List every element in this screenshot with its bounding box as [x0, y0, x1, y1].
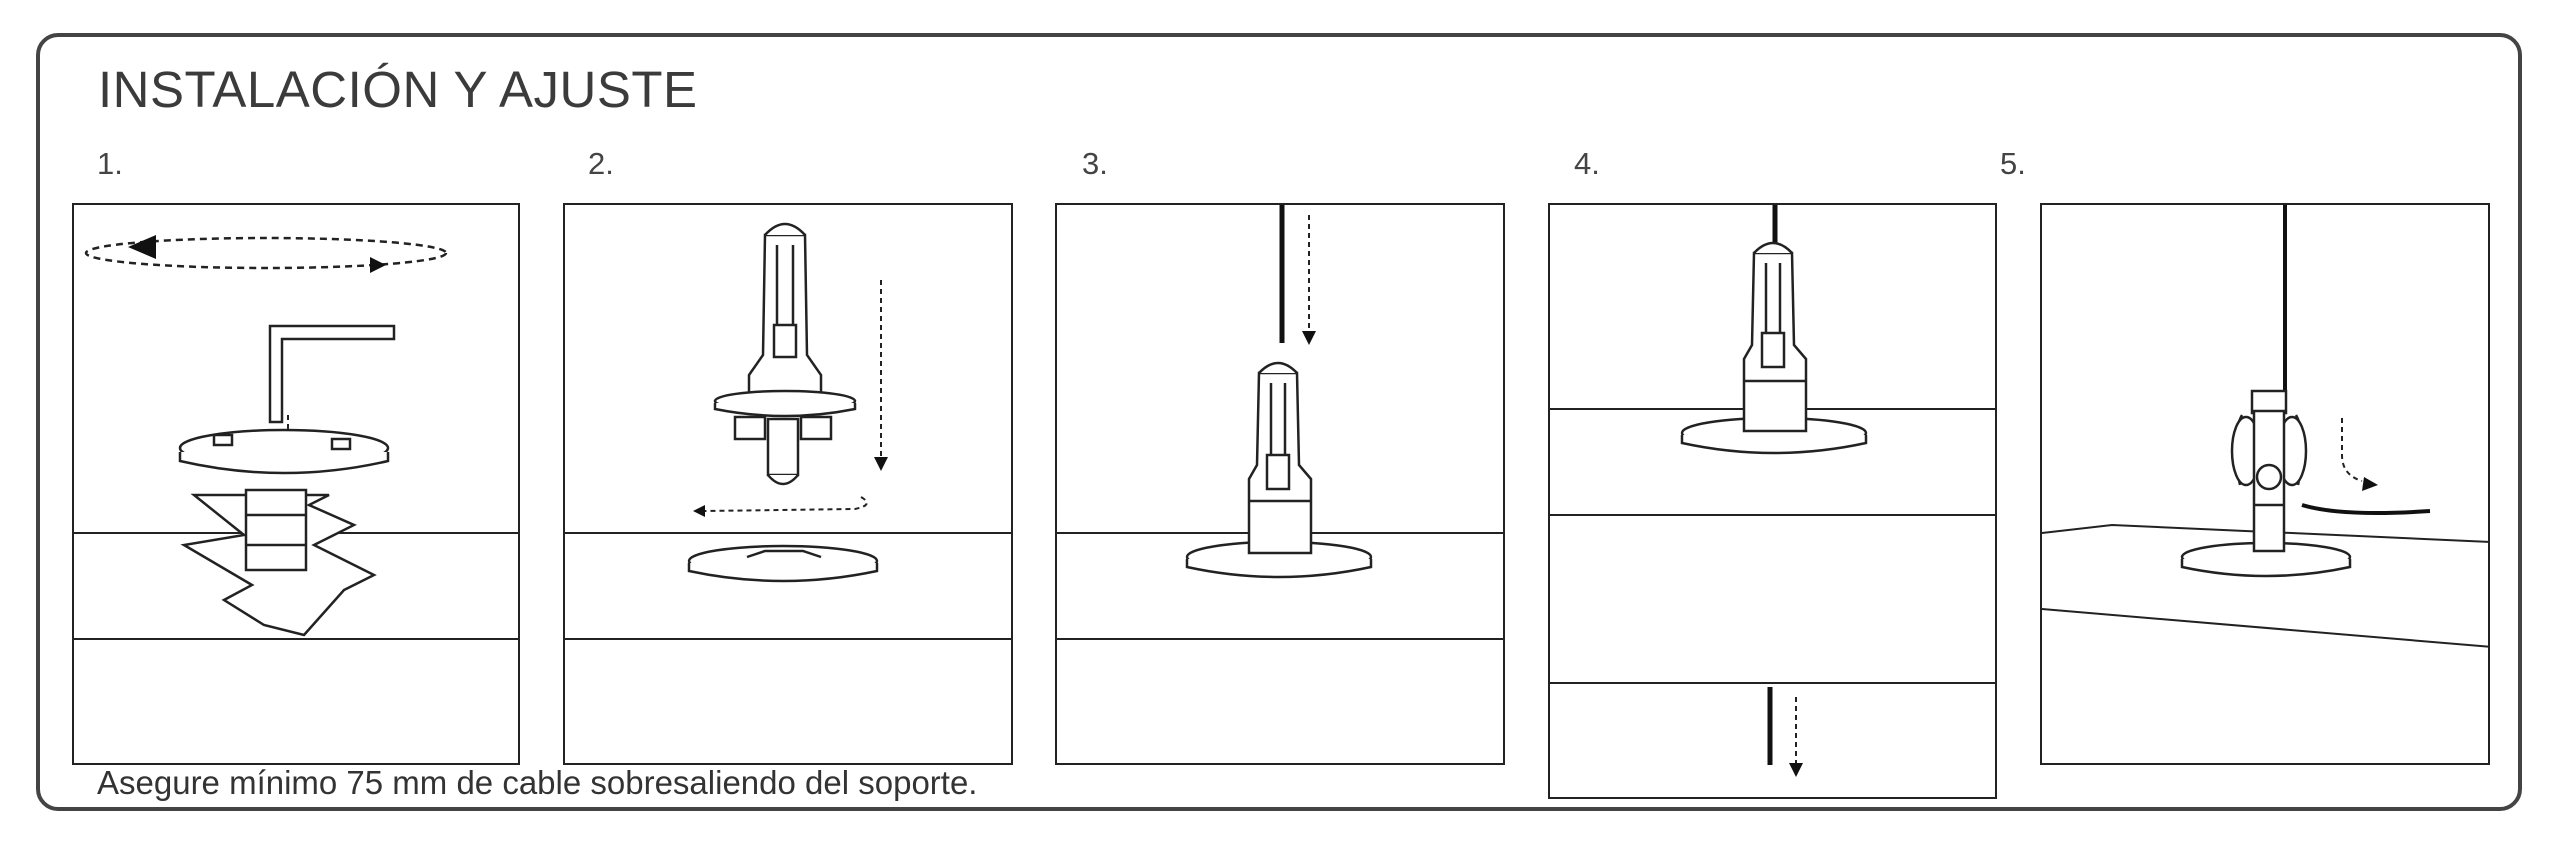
step-2-illustration	[563, 203, 1013, 765]
rotation-arrow-icon	[84, 235, 448, 273]
step-1-number: 1.	[97, 146, 123, 181]
footnote: Asegure mínimo 75 mm de cable sobresalie…	[97, 764, 978, 801]
hex-key-icon	[268, 324, 396, 424]
page-title: INSTALACIÓN Y AJUSTE	[98, 61, 698, 118]
step-5-number: 5.	[2000, 146, 2026, 181]
step-1-illustration	[72, 203, 520, 765]
step-4-illustration	[1548, 203, 1997, 799]
cable-icon	[2301, 503, 2431, 515]
base-plate-icon	[687, 544, 879, 583]
down-arrow-icon	[874, 280, 888, 471]
step-2-number: 2.	[588, 146, 614, 181]
step-5-illustration	[2040, 203, 2490, 765]
step-4-number: 4.	[1574, 146, 1600, 181]
down-arrow-icon	[1302, 215, 1316, 345]
gripper-body-icon	[1247, 361, 1313, 555]
gripper-body-icon	[1742, 241, 1808, 433]
screw-anchor-icon	[178, 428, 390, 637]
base-plate-icon	[2180, 541, 2352, 578]
curved-arrow-icon	[2341, 418, 2378, 491]
gripper-body-icon	[713, 222, 857, 486]
step-3-number: 3.	[1082, 146, 1108, 181]
gripper-body-icon	[2230, 389, 2308, 553]
turn-arrow-icon	[693, 496, 868, 517]
base-plate-icon	[1185, 540, 1373, 579]
step-3-illustration	[1055, 203, 1505, 765]
instruction-frame	[36, 33, 2522, 811]
down-arrow-icon	[1789, 697, 1803, 777]
base-plate-icon	[1680, 416, 1868, 455]
